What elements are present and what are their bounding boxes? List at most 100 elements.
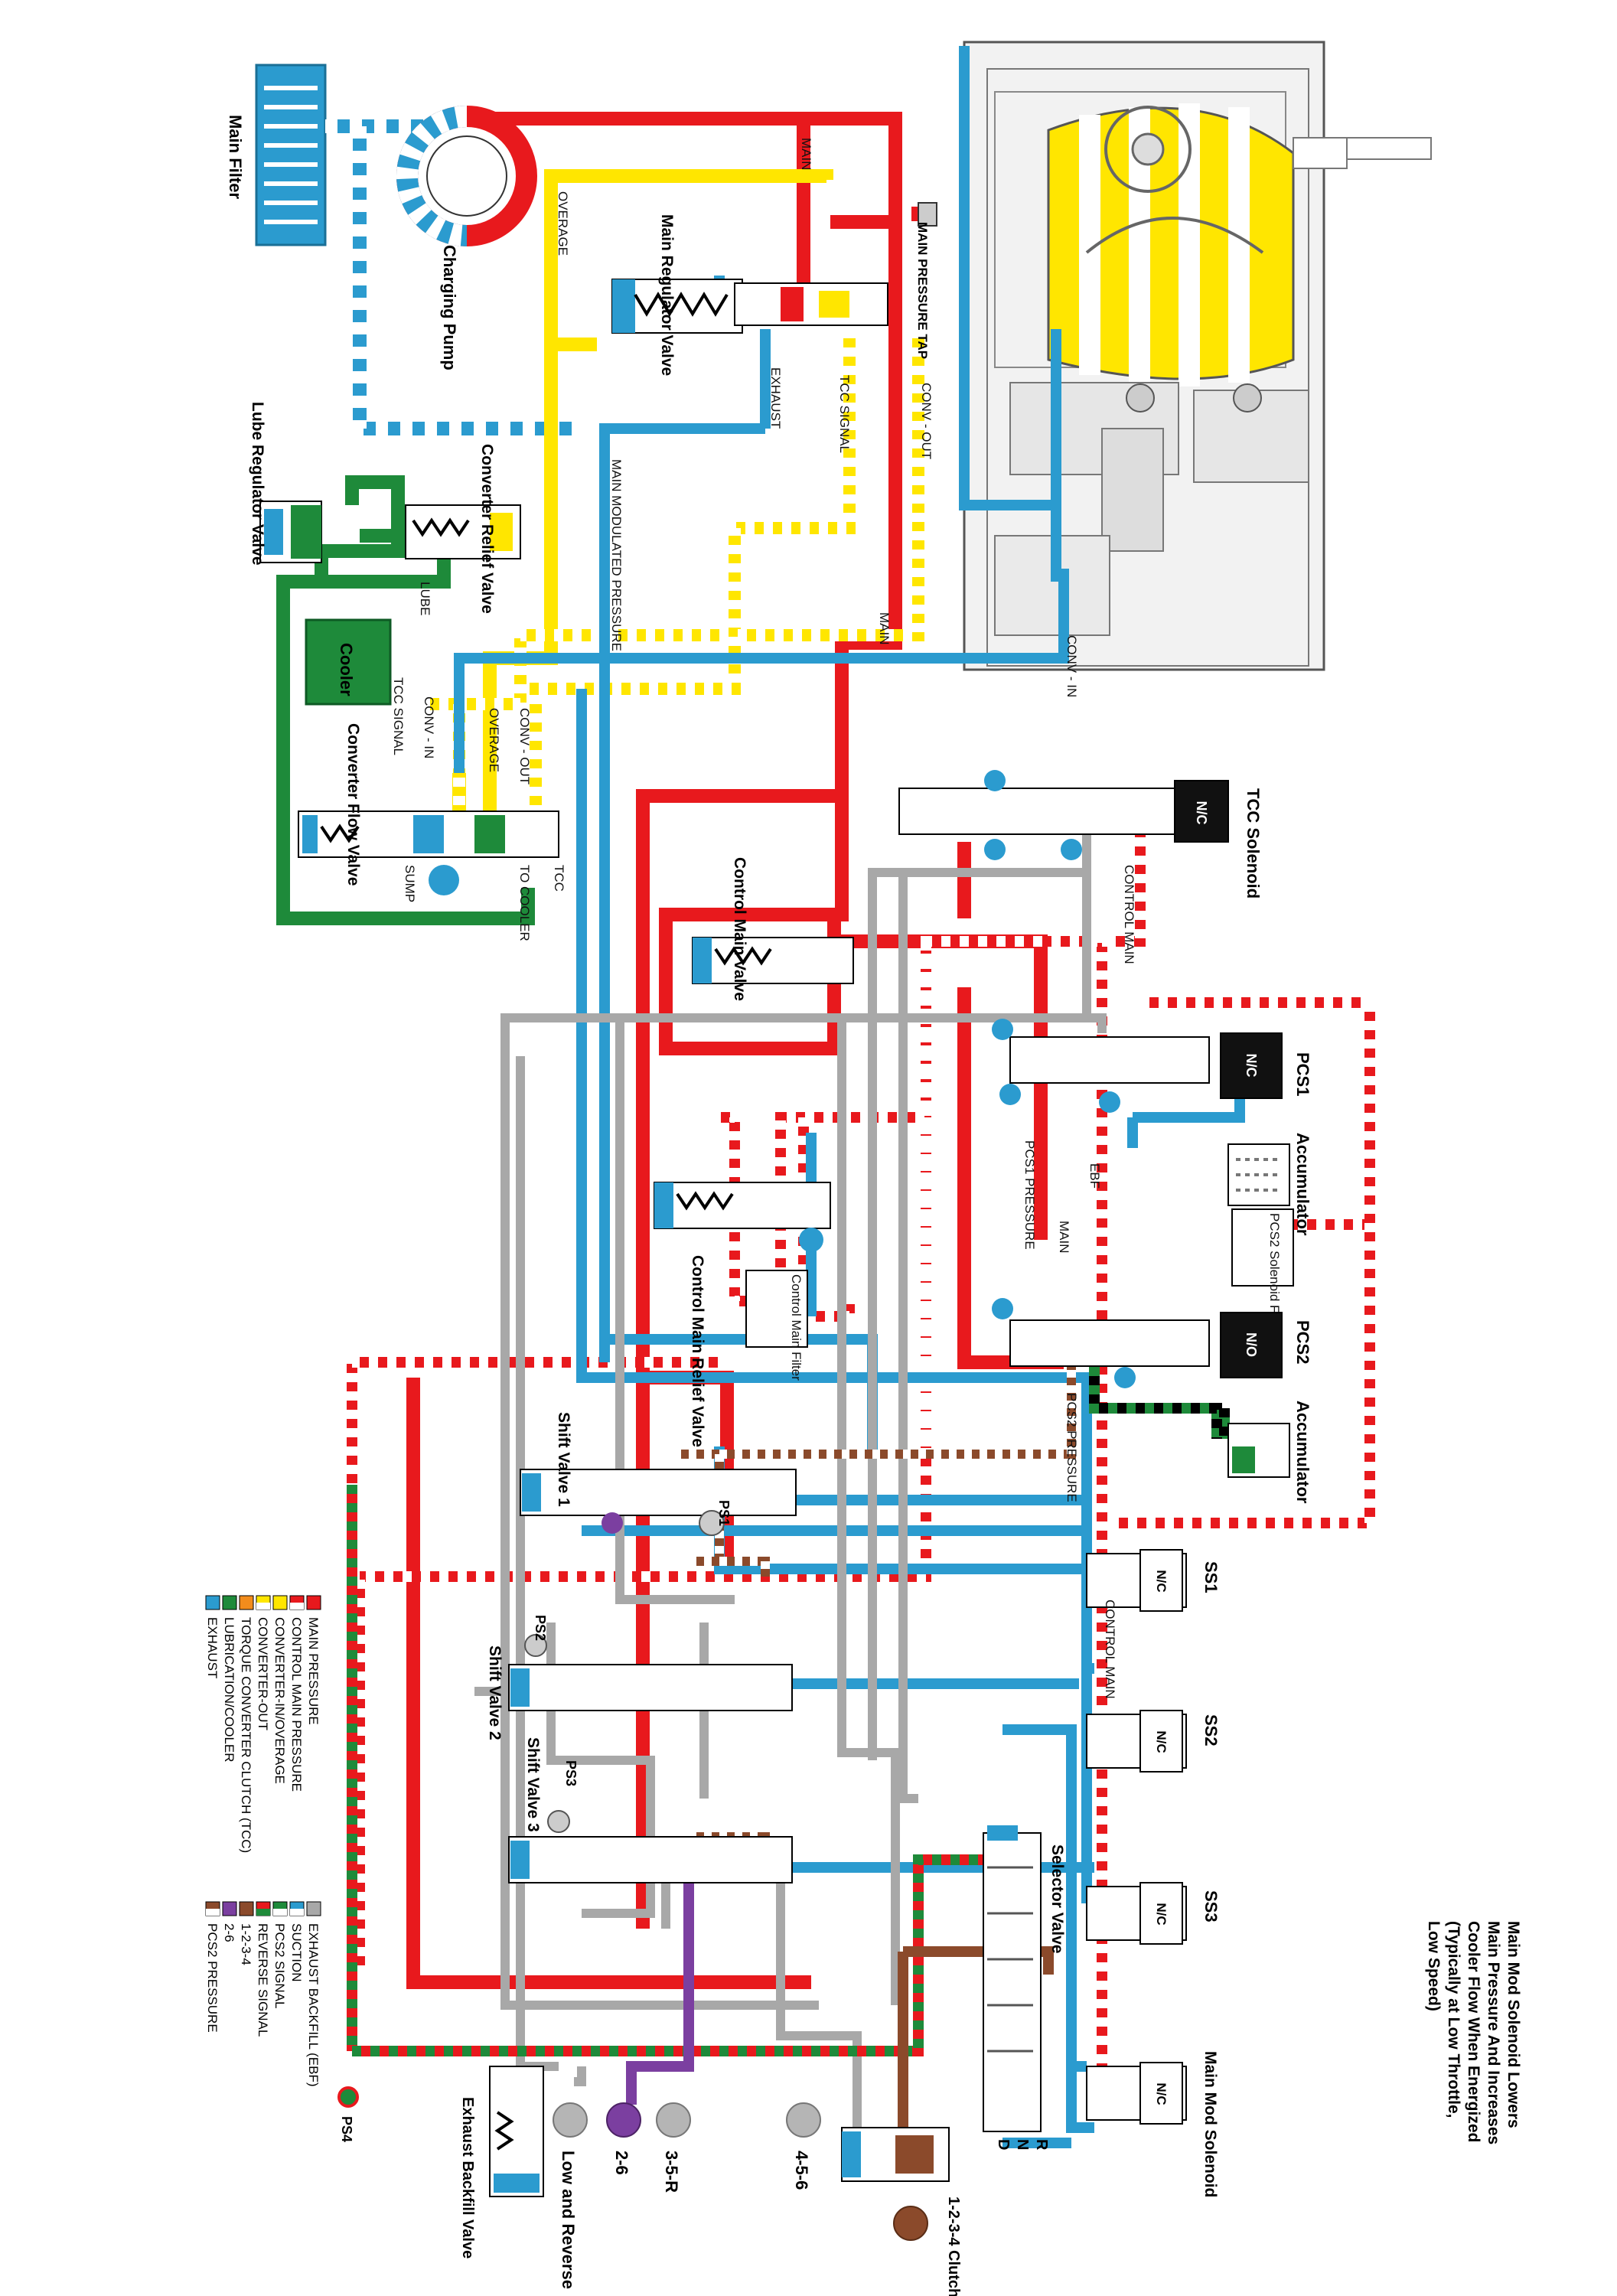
pcs2-solenoid-no: N/O (1244, 1332, 1259, 1357)
charging-pump (396, 106, 537, 246)
shift-valve-1-label: Shift Valve 1 (555, 1412, 572, 1507)
svg-text:MAIN: MAIN (1057, 1221, 1071, 1254)
legend-swatch (306, 1901, 321, 1916)
svg-text:MAIN PRESSURE TAP: MAIN PRESSURE TAP (915, 222, 930, 359)
svg-text:OVERAGE: OVERAGE (487, 708, 501, 772)
main-regulator-valve (611, 279, 888, 334)
legend-swatch (256, 1901, 271, 1916)
svg-text:TCC SIGNAL: TCC SIGNAL (391, 677, 406, 755)
torque-converter (1047, 103, 1295, 386)
transmission-cutaway (963, 41, 1432, 671)
shift-valve-2-label: Shift Valve 2 (486, 1645, 504, 1740)
legend-swatch (239, 1595, 254, 1610)
accumulator-1 (1227, 1143, 1290, 1206)
shift-valve-1 (520, 1469, 797, 1536)
legend-label: PCS2 PRESSURE (205, 1923, 220, 2033)
svg-text:CONV - OUT: CONV - OUT (517, 708, 532, 784)
legend-swatch (272, 1595, 288, 1610)
main-mod-solenoid (1086, 2062, 1187, 2125)
svg-text:PCS1 PRESSURE: PCS1 PRESSURE (1022, 1140, 1037, 1250)
legend-label: EXHAUST (205, 1617, 220, 1678)
tcc-solenoid-nc: N/C (1194, 801, 1209, 825)
svg-text:MAIN MODULATED PRESSURE: MAIN MODULATED PRESSURE (609, 459, 624, 651)
pcs1-label: PCS1 (1293, 1052, 1312, 1096)
c456-clutch (786, 2102, 821, 2138)
pcs2-signal-passages (1089, 1339, 1230, 1439)
c26-passages (626, 1852, 694, 2105)
pcs1-solenoid-nc: N/C (1244, 1054, 1259, 1078)
legend-label: CONTROL MAIN PRESSURE (289, 1617, 304, 1792)
charging-pump-label: Charging Pump (440, 245, 459, 370)
svg-text:EXHAUST: EXHAUST (768, 367, 783, 429)
svg-text:MAIN: MAIN (799, 138, 813, 171)
legend-swatch (205, 1595, 220, 1610)
legend-swatch (222, 1901, 237, 1916)
svg-text:SUMP: SUMP (403, 865, 417, 902)
exhaust-backfill-valve-label: Exhaust Backfill Valve (459, 2097, 476, 2258)
legend-label: LUBRICATION/COOLER (222, 1617, 236, 1763)
svg-text:PS1: PS1 (716, 1500, 732, 1526)
shift-valve-2 (508, 1634, 793, 1711)
control-main-passages (347, 819, 1375, 2066)
legend-label: 1-2-3-4 (239, 1923, 253, 1965)
pcs2-solenoid (1220, 1312, 1283, 1378)
c35r-label: 3-5-R (662, 2151, 681, 2193)
control-main-relief-valve (654, 1182, 831, 1252)
pcs2-label: PCS2 (1293, 1320, 1312, 1364)
svg-text:OVERAGE: OVERAGE (556, 191, 570, 256)
ss2-nc: N/C (1154, 1730, 1169, 1753)
svg-text:PCS2 PRESSURE: PCS2 PRESSURE (1064, 1393, 1079, 1502)
svg-text:CONV - OUT: CONV - OUT (919, 383, 934, 459)
ss1-label: SS1 (1201, 1561, 1221, 1593)
ss2-label: SS2 (1201, 1714, 1221, 1746)
pcs1-valve (992, 1019, 1210, 1113)
main-regulator-valve-label: Main Regulator Valve (658, 214, 676, 376)
ss3-nc: N/C (1154, 1903, 1169, 1925)
low-reverse-clutch (553, 2102, 588, 2138)
shift-valve-3 (508, 1810, 793, 1883)
accumulator-2 (1227, 1423, 1290, 1478)
ss1-nc: N/C (1154, 1570, 1169, 1592)
legend-swatch (239, 1901, 254, 1916)
clutch-outputs (337, 2086, 821, 2138)
accumulator-2-label: Accumulator (1293, 1401, 1312, 1504)
legend-swatch (289, 1901, 305, 1916)
legend-swatch (222, 1595, 237, 1610)
ss1-solenoid (1086, 1549, 1187, 1612)
svg-text:CONV - IN: CONV - IN (1064, 635, 1079, 697)
main-filter-label: Main Filter (226, 115, 245, 199)
legend-swatch (272, 1901, 288, 1916)
control-main-filter (745, 1270, 808, 1348)
selector-valve (983, 1825, 1042, 2132)
legend-label: TORQUE CONVERTER CLUTCH (TCC) (239, 1617, 253, 1853)
tcc-valve (898, 770, 1175, 860)
svg-text:CONV - IN: CONV - IN (422, 696, 436, 758)
svg-text:TCC: TCC (552, 865, 566, 892)
legend-label: SUCTION (289, 1923, 304, 1982)
gear-n-label: N (1014, 2139, 1031, 2150)
gear-d-label: D (995, 2139, 1012, 2150)
legend-label: 2-6 (222, 1923, 236, 1942)
ps4-port (337, 2086, 359, 2108)
title-note: Main Mod Solenoid Lowers Main Pressure A… (1425, 1921, 1522, 2145)
ss2-solenoid (1086, 1710, 1187, 1773)
gear-r-label: R (1033, 2139, 1050, 2151)
accumulator-1-label: Accumulator (1293, 1133, 1312, 1236)
ss3-label: SS3 (1201, 1890, 1221, 1923)
legend-swatch (306, 1595, 321, 1610)
legend-swatch (256, 1595, 271, 1610)
control-main-valve (692, 937, 854, 984)
selector-valve-label: Selector Valve (1048, 1844, 1066, 1953)
c26-label: 2-6 (612, 2151, 631, 2175)
svg-text:CONTROL MAIN: CONTROL MAIN (1122, 865, 1136, 964)
legend-label: CONVERTER-IN/OVERAGE (272, 1617, 287, 1784)
lube-regulator-valve (259, 501, 322, 563)
tcc-solenoid (1174, 780, 1229, 843)
svg-text:TCC SIGNAL: TCC SIGNAL (837, 375, 852, 453)
ss3-solenoid (1086, 1882, 1187, 1945)
cooler-label: Cooler (337, 643, 356, 696)
legend-swatch (289, 1595, 305, 1610)
clutch-valve-1234 (841, 2127, 950, 2241)
